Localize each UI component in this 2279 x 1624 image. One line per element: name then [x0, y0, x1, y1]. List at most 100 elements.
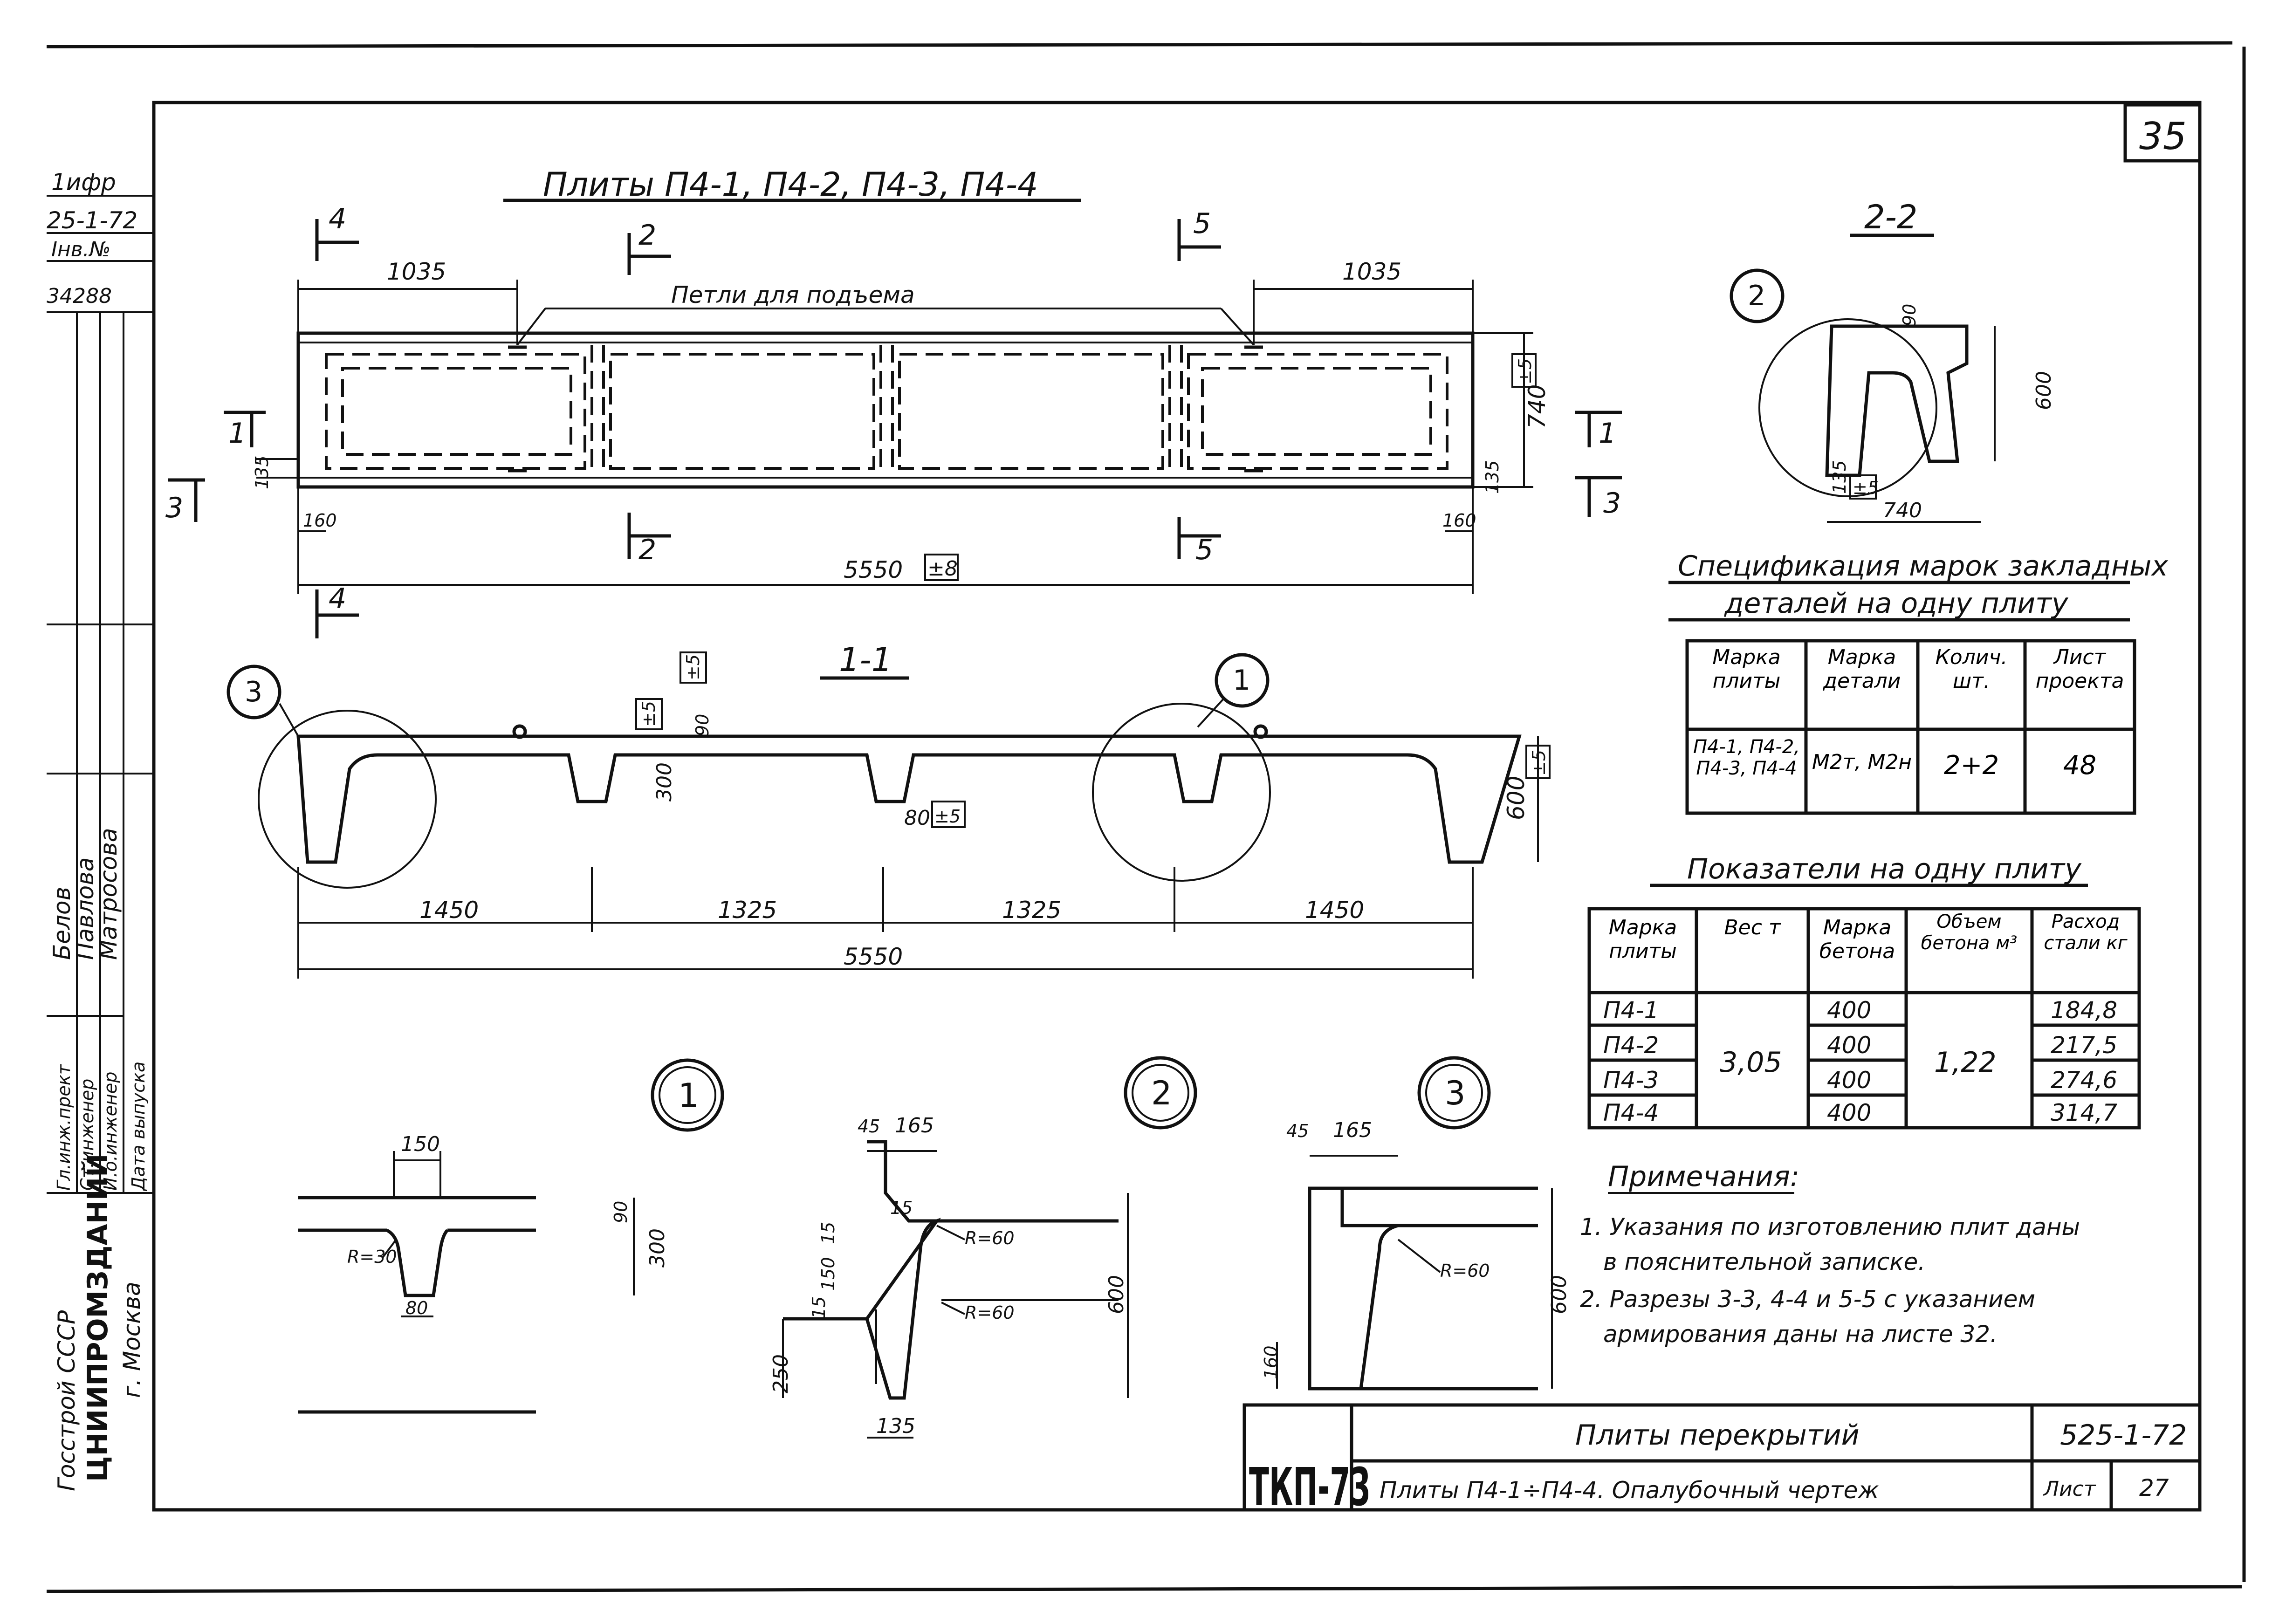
- section11-height: 600: [1503, 776, 1530, 820]
- detail3-profile: [1308, 1186, 1399, 1391]
- plan-view: Плиты П4-1, П4-2, П4-3, П4-4 Петли для п…: [165, 165, 1622, 638]
- section11-tol-b: ±5: [683, 654, 703, 680]
- detail2-height: 600: [1105, 1275, 1128, 1314]
- section11-title: 1-1: [839, 641, 892, 679]
- spec-cell-4: 48: [2063, 750, 2097, 781]
- section11-tol-rib: ±5: [934, 806, 961, 827]
- ind-mark-4: П4-4: [1603, 1099, 1659, 1126]
- spec-cell-1: П4-1, П4-2, П4-3, П4-4: [1693, 736, 1800, 779]
- section11-profile: [296, 734, 1522, 864]
- detail1-bottom: 80: [405, 1298, 428, 1318]
- sec-mark-4-bottom: 4: [329, 582, 346, 615]
- plan-edge-right: 160: [1442, 510, 1476, 531]
- detail2-d165: 165: [895, 1114, 934, 1137]
- ind-weight: 3,05: [1720, 1046, 1782, 1079]
- title-block-sheet-no: 27: [2139, 1474, 2169, 1501]
- loops-label: Петли для подъема: [671, 281, 915, 308]
- notes-title: Примечания:: [1608, 1160, 1799, 1193]
- detail2-d45: 45: [858, 1116, 880, 1137]
- sec-mark-5-bottom: 5: [1195, 534, 1213, 566]
- stamp-role-3: И.о.инженер: [100, 1072, 121, 1191]
- stamp-code: 25-1-72: [47, 207, 137, 234]
- detail2-d15c: 15: [809, 1296, 829, 1319]
- plan-dim-right: 1035: [1342, 258, 1401, 285]
- plan-dim-total: 5550: [844, 556, 903, 583]
- detail2-d135: 135: [876, 1414, 915, 1438]
- detail3-radius: R=60: [1440, 1261, 1490, 1281]
- stamp-org-1: Госстрой СССР: [53, 1310, 80, 1491]
- ind-header-1: Марка плиты: [1608, 916, 1677, 963]
- detail2-d15a: 15: [890, 1198, 913, 1218]
- section22-title: 2-2: [1864, 198, 1917, 236]
- detail3-d45: 45: [1286, 1121, 1309, 1141]
- sec-mark-5-top: 5: [1193, 207, 1211, 240]
- plan-side-right: 135: [1482, 460, 1503, 494]
- section11-dim-2: 1325: [718, 897, 777, 924]
- sec-mark-3-right: 3: [1603, 487, 1621, 520]
- section11-dim-4: 1450: [1305, 897, 1364, 924]
- section11-tol-a: ±5: [638, 701, 659, 727]
- detail1-top: 150: [401, 1132, 440, 1156]
- section-2-2: 2-2 2 600 740 90 135 ±5: [1730, 198, 2056, 523]
- detail1-depth: 300: [645, 1228, 669, 1268]
- spec-title-2: деталей на одну плиту: [1724, 587, 2069, 620]
- stamp-org-3: г. Москва: [118, 1281, 145, 1398]
- title-block-subtitle: Плиты П4-1÷П4-4. Опалубочный чертеж: [1380, 1477, 1879, 1504]
- ind-steel-3: 274,6: [2051, 1067, 2117, 1094]
- notes-line-4: армирования даны на листе 32.: [1603, 1321, 1998, 1348]
- ind-header-4: Объем бетона м³: [1921, 911, 2018, 954]
- title-block-code: 525-1-72: [2060, 1419, 2187, 1452]
- section22-height: 600: [2032, 371, 2056, 410]
- detail2-d150: 150: [818, 1257, 838, 1291]
- section-1-1: 1-1 3 1 1450 1325 1325 1450 5550 600 ±5 …: [227, 641, 1551, 979]
- detail2-profile: [865, 1140, 1119, 1400]
- plan-dim-left: 1035: [387, 258, 446, 285]
- sec-mark-2-bottom: 2: [638, 534, 656, 566]
- plan-tol-total: ±8: [927, 557, 958, 581]
- frame: [152, 101, 2202, 1512]
- spec-title-1: Спецификация марок закладных: [1678, 550, 2168, 582]
- section22-base: 135: [1829, 460, 1850, 494]
- section22-width: 740: [1883, 499, 1922, 522]
- spec-header-2: Марка детали: [1823, 645, 1901, 693]
- section11-rib-depth: 300: [652, 762, 676, 802]
- sec-mark-2-top: 2: [638, 219, 656, 252]
- ind-concrete-4: 400: [1827, 1099, 1871, 1126]
- section11-dim-1: 1450: [419, 897, 479, 924]
- corner-number: 35: [2139, 115, 2187, 158]
- title-block-sheet-label: Лист: [2043, 1477, 2096, 1501]
- section22-profile: [1825, 324, 1969, 477]
- ind-steel-1: 184,8: [2051, 997, 2117, 1024]
- ind-concrete-1: 400: [1827, 997, 1871, 1024]
- stamp-inv-number: 34288: [47, 284, 112, 308]
- ind-mark-1: П4-1: [1603, 997, 1659, 1024]
- ind-mark-3: П4-3: [1603, 1067, 1659, 1094]
- slab-outline: [296, 331, 1475, 489]
- corner-number-box: [2123, 103, 2202, 163]
- section11-slab: 90: [692, 714, 713, 736]
- detail3-height: 600: [1547, 1275, 1571, 1314]
- detail2-label: 2: [1151, 1074, 1172, 1112]
- callout-1-label: 1: [1233, 664, 1250, 697]
- ind-concrete-2: 400: [1827, 1032, 1871, 1059]
- section11-rib-bottom: 80: [904, 806, 930, 830]
- ind-steel-4: 314,7: [2051, 1099, 2117, 1126]
- notes-line-2: в пояснительной записке.: [1603, 1248, 1925, 1275]
- notes-line-1: 1. Указания по изготовлению плит даны: [1580, 1213, 2080, 1240]
- spec-cell-3: 2+2: [1943, 750, 1999, 781]
- stamp-name-2: Павлова: [72, 857, 99, 960]
- spec-header-4: Лист проекта: [2035, 645, 2124, 693]
- plan-side-left: 135: [252, 455, 272, 489]
- stamp-org-2: ЦНИИПРОМЗДАНИЙ: [81, 1154, 114, 1482]
- stamp-role-4: Дата выпуска: [128, 1062, 149, 1192]
- section22-callout: 2: [1748, 280, 1765, 312]
- sec-mark-1-left: 1: [228, 417, 246, 450]
- ind-header-5: Расход стали кг: [2044, 911, 2128, 954]
- spec-header-3: Колич. шт.: [1935, 645, 2008, 693]
- section22-top: 90: [1899, 304, 1920, 326]
- sec-mark-3-left: 3: [165, 492, 183, 524]
- detail1-slab: 90: [611, 1201, 631, 1223]
- stamp-role-1: Гл.инж.прект: [54, 1063, 74, 1191]
- top-border: [46, 41, 2233, 48]
- title-block: ТКП-73 Плиты перекрытий Плиты П4-1÷П4-4.…: [1242, 1403, 2202, 1518]
